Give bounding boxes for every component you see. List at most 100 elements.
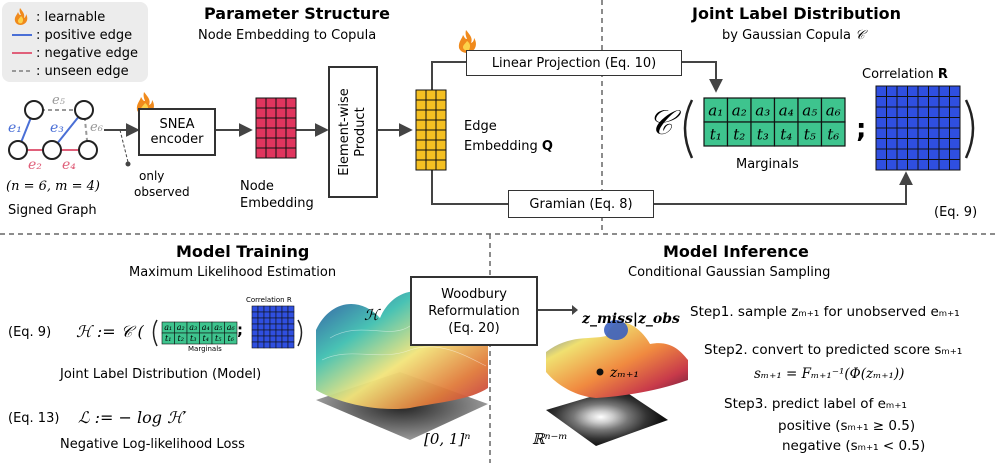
node-embedding-cell bbox=[255, 127, 267, 139]
correlation-small-cell bbox=[269, 329, 277, 337]
marginal-label: t₄ bbox=[780, 125, 792, 143]
correlation-small-cell bbox=[275, 305, 283, 313]
edge-embedding-cell bbox=[415, 139, 427, 151]
z-conditional: z_miss|z_obs bbox=[582, 311, 680, 327]
marginal-label: a₃ bbox=[755, 101, 770, 119]
correlation-cell bbox=[875, 106, 887, 118]
correlation-small-cell bbox=[287, 323, 295, 331]
marginal-label: a₄ bbox=[779, 101, 794, 119]
correlation-small-cell bbox=[251, 341, 259, 349]
correlation-small-cell bbox=[257, 311, 265, 319]
node-embedding-cell bbox=[285, 107, 297, 119]
marginal-label: a₅ bbox=[802, 101, 817, 119]
marginal-label: a₄ bbox=[202, 323, 210, 332]
snea-line1: SNEA bbox=[159, 117, 195, 132]
correlation-cell bbox=[907, 127, 919, 139]
edge-embedding-cell bbox=[415, 149, 427, 161]
correlation-cell bbox=[886, 138, 898, 150]
correlation-cell bbox=[896, 117, 908, 129]
edge-embedding-cell bbox=[435, 119, 447, 131]
correlation-cell bbox=[886, 106, 898, 118]
correlation-cell bbox=[896, 85, 908, 97]
node-embedding-cell bbox=[265, 147, 277, 159]
only-observed-pointer bbox=[119, 129, 129, 163]
arrow-linear-to-marginals bbox=[682, 61, 723, 93]
correlation-cell bbox=[928, 96, 940, 108]
correlation-cell bbox=[917, 96, 929, 108]
node-embedding-cell bbox=[275, 127, 287, 139]
correlation-cell bbox=[938, 138, 950, 150]
correlation-small-cell bbox=[287, 341, 295, 349]
edge-embedding-line2: Embedding Q bbox=[464, 139, 553, 154]
z-point-label: zₘ₊₁ bbox=[610, 365, 639, 381]
correlation-cell bbox=[938, 85, 950, 97]
edge-embedding-cell bbox=[425, 159, 437, 171]
correlation-cell bbox=[896, 127, 908, 139]
elementwise-product-box: Element-wise Product bbox=[328, 66, 378, 198]
correlation-cell bbox=[896, 96, 908, 108]
marginal-cell bbox=[224, 332, 238, 345]
marginal-label: t₃ bbox=[757, 125, 769, 143]
correlation-small-cell bbox=[287, 317, 295, 325]
small-close-paren bbox=[297, 319, 303, 347]
edge-embedding-cell bbox=[425, 139, 437, 151]
correlation-small-cell bbox=[257, 329, 265, 337]
correlation-small-cell bbox=[287, 311, 295, 319]
correlation-cell bbox=[907, 96, 919, 108]
inference-title: Model Inference bbox=[663, 242, 809, 261]
marginal-label: a₁ bbox=[164, 323, 172, 332]
correlation-small-cell bbox=[251, 335, 259, 343]
correlation-cell bbox=[917, 138, 929, 150]
training-eq13: (Eq. 13) bbox=[8, 411, 60, 426]
edge-label-e4: e₄ bbox=[62, 157, 76, 173]
marginal-label: a₅ bbox=[214, 323, 223, 332]
marginal-label: a₆ bbox=[227, 323, 236, 332]
correlation-cell bbox=[917, 127, 929, 139]
correlation-cell bbox=[907, 138, 919, 150]
correlation-cell bbox=[938, 159, 950, 171]
small-corr-label: Correlation R bbox=[246, 296, 292, 304]
marginal-label: a₁ bbox=[708, 101, 723, 119]
correlation-small-cell bbox=[275, 311, 283, 319]
copula-close-paren bbox=[964, 99, 975, 159]
node-embedding-cell bbox=[285, 147, 297, 159]
correlation-matrix-small bbox=[251, 305, 295, 349]
correlation-cell bbox=[907, 106, 919, 118]
edge-embedding-cell bbox=[435, 109, 447, 121]
gramian-box: Gramian (Eq. 8) bbox=[508, 190, 654, 218]
correlation-small-cell bbox=[251, 311, 259, 319]
correlation-label: Correlation R bbox=[862, 67, 948, 82]
product-line1: Element-wise bbox=[337, 88, 352, 176]
only-observed-dot bbox=[125, 161, 131, 167]
legend-positive: : positive edge bbox=[36, 28, 133, 43]
correlation-cell bbox=[886, 96, 898, 108]
correlation-small-cell bbox=[263, 305, 271, 313]
correlation-small-cell bbox=[251, 323, 259, 331]
correlation-cell bbox=[938, 117, 950, 129]
graph-params: (n = 6, m = 4) bbox=[6, 179, 100, 194]
correlation-cell bbox=[917, 106, 929, 118]
edge-embedding-cell bbox=[435, 99, 447, 111]
marginal-label: t₆ bbox=[228, 334, 235, 343]
node-embedding-cell bbox=[265, 127, 277, 139]
correlation-small-cell bbox=[251, 305, 259, 313]
correlation-cell bbox=[949, 106, 961, 118]
joint-title: Joint Label Distribution bbox=[692, 4, 902, 23]
edge-embedding-cell bbox=[435, 89, 447, 101]
interval-label: [0, 1]ⁿ bbox=[424, 430, 471, 448]
correlation-cell bbox=[938, 127, 950, 139]
node-embedding-cell bbox=[265, 97, 277, 109]
edge-embedding-line1: Edge bbox=[464, 119, 497, 134]
edge-label-e2: e₂ bbox=[28, 157, 42, 173]
edge-embedding-cell bbox=[425, 119, 437, 131]
correlation-cell bbox=[917, 85, 929, 97]
correlation-small-cell bbox=[287, 335, 295, 343]
edge-embedding-cell bbox=[435, 139, 447, 151]
correlation-cell bbox=[907, 85, 919, 97]
marginal-label: t₂ bbox=[178, 334, 184, 343]
correlation-cell bbox=[928, 106, 940, 118]
edge-embedding-cell bbox=[435, 159, 447, 171]
correlation-small-cell bbox=[287, 329, 295, 337]
correlation-cell bbox=[875, 85, 887, 97]
